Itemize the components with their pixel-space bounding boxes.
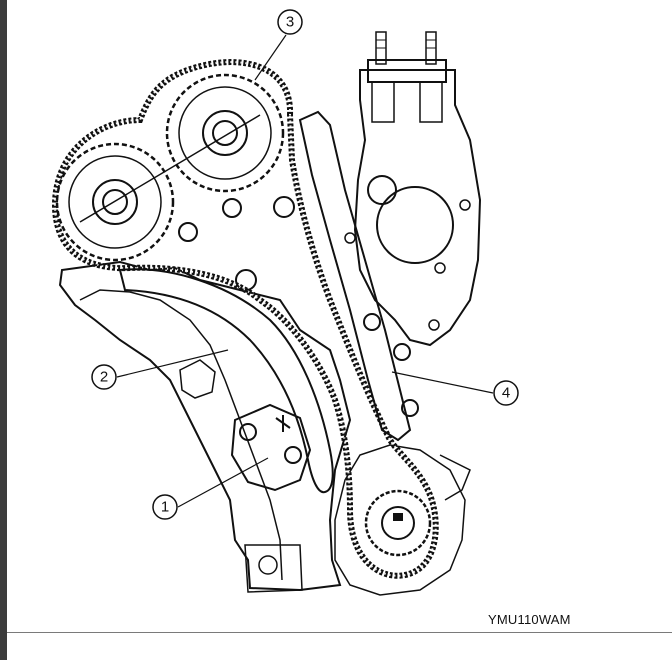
pump-rotor [376, 186, 454, 264]
stud-block-right [419, 81, 443, 123]
callout-1: 1 [152, 494, 178, 520]
guide-bolt-c [401, 399, 419, 417]
timing-chain-diagram: 1 2 3 4 [51, 9, 519, 596]
intake-cam-sprocket [165, 73, 285, 193]
stud-block-left [371, 81, 395, 123]
tensioner-pin-mark [275, 415, 291, 432]
callout-4: 4 [493, 380, 519, 406]
svg-text:2: 2 [100, 369, 108, 386]
chain-guide [298, 110, 412, 442]
guide-bolt-upper [273, 196, 295, 218]
mount-boss [258, 555, 278, 575]
idler-bolt [222, 198, 242, 218]
pump-bolt-4 [428, 319, 440, 331]
engine-block-inner-edge [79, 289, 283, 581]
svg-text:4: 4 [502, 385, 510, 402]
guide-bolt-a [363, 313, 381, 331]
svg-text:1: 1 [161, 499, 169, 516]
pump-rotor-boss [367, 175, 397, 205]
callout-2-leader [116, 349, 229, 378]
callout-3-leader [254, 34, 287, 81]
engine-block-bolt-flange [179, 359, 216, 399]
timing-mark-line [79, 114, 261, 223]
bottom-divider [7, 632, 672, 633]
tensioner-arm [118, 268, 334, 494]
tensioner-bolt-left [239, 423, 257, 441]
lower-mount-bracket [244, 544, 303, 593]
pump-bolt-2 [434, 262, 446, 274]
guide-bolt-b [393, 343, 411, 361]
timing-chain-link-highlight [53, 61, 437, 577]
left-border-bar [0, 0, 7, 660]
idler-bolt-2 [178, 222, 198, 242]
svg-text:3: 3 [286, 14, 294, 31]
oil-pump-housing [353, 69, 482, 347]
tensioner-bolt-right [284, 446, 302, 464]
callout-4-leader [391, 371, 494, 394]
crank-bracket-right [439, 454, 471, 501]
pump-mount-plate [367, 59, 447, 83]
crankshaft-sprocket [364, 489, 432, 557]
callout-3: 3 [277, 9, 303, 35]
callout-2: 2 [91, 364, 117, 390]
callout-1-leader [177, 457, 269, 508]
chain-tensioner [230, 403, 312, 492]
pump-bolt [459, 199, 471, 211]
figure-code: YMU110WAM [488, 612, 571, 627]
engine-block-outline [58, 260, 352, 592]
pump-bolt-3 [344, 232, 356, 244]
